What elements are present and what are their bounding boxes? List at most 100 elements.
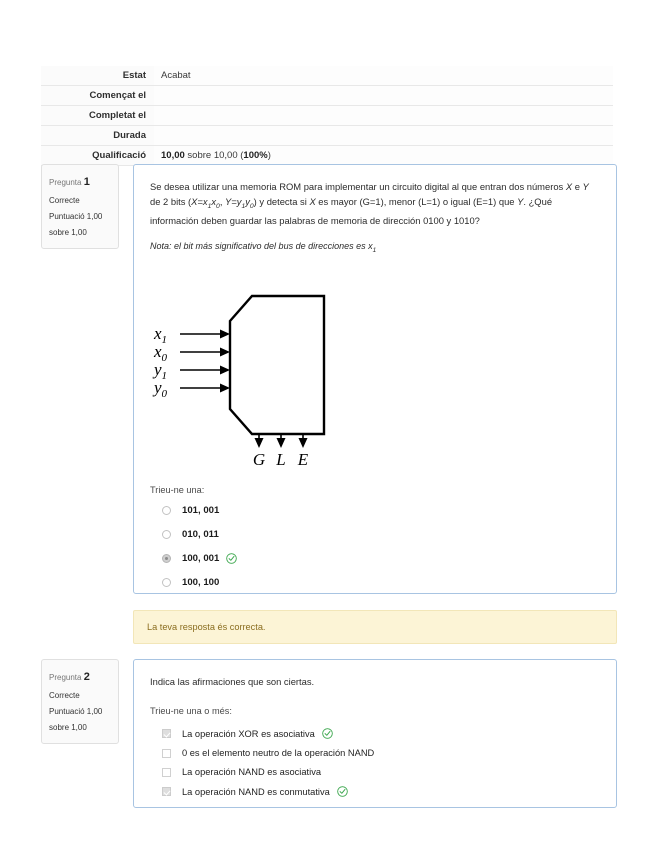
q1-var-y-2: Y: [517, 196, 524, 208]
output-label-g: G: [253, 450, 265, 466]
option-row[interactable]: La operación NAND es asociativa: [150, 767, 600, 777]
summary-label-qualificacio: Qualificació: [41, 145, 154, 166]
question-2-grade-line1: Puntuació 1,00: [49, 707, 103, 717]
q1-formula-y2: y: [245, 196, 250, 208]
output-labels: G L E: [253, 450, 309, 469]
option-row[interactable]: 100, 001: [150, 553, 600, 564]
question-1-grade-line1: Puntuació 1,00: [49, 212, 103, 222]
option-row[interactable]: La operación XOR es asociativa: [150, 728, 600, 739]
q1-formula-y: Y=y: [225, 196, 242, 208]
checkbox-icon-checked[interactable]: [162, 729, 171, 739]
q1-text-4: ) y detecta si: [253, 196, 310, 208]
option-label: La operación NAND es asociativa: [182, 767, 322, 778]
q1-formula-x-sub0: 0: [216, 203, 220, 211]
quiz-summary-table: Estat Acabat Començat el Completat el Du…: [41, 66, 613, 166]
question-1-number-line: Pregunta 1: [49, 172, 112, 193]
comparator-block-diagram: x1 x0 y1 y0 G: [152, 266, 600, 471]
output-label-l: L: [275, 450, 285, 466]
summary-value-completat: [154, 105, 613, 126]
input-wires: [180, 333, 228, 389]
comparator-block-diagram-svg: x1 x0 y1 y0 G: [152, 294, 326, 469]
option-row[interactable]: 010, 011: [150, 529, 600, 540]
option-label: 0 es el elemento neutro de la operación …: [182, 748, 375, 759]
option-row[interactable]: 0 es el elemento neutro de la operación …: [150, 748, 600, 758]
option-label: 100, 001: [182, 552, 220, 564]
question-1-stem: Se desea utilizar una memoria ROM para i…: [150, 179, 600, 228]
question-2-info-panel: Pregunta 2 Correcte Puntuació 1,00 sobre…: [41, 659, 119, 745]
option-label: 100, 100: [182, 576, 220, 588]
question-2-number: 2: [83, 671, 90, 683]
question-1-info-panel: Pregunta 1 Correcte Puntuació 1,00 sobre…: [41, 164, 119, 250]
output-label-e: E: [297, 450, 309, 466]
q1-var-x-1: X: [565, 181, 573, 192]
summary-label-completat: Completat el: [41, 105, 154, 126]
option-row[interactable]: 101, 001: [150, 505, 600, 516]
q1-formula-y-sub0: 0: [249, 203, 254, 211]
summary-label-durada: Durada: [41, 125, 154, 146]
grade-score: 10,00: [161, 150, 185, 161]
question-1-grade-line2: sobre 1,00: [49, 227, 87, 237]
question-1-options: 101, 001 010, 011 100, 001 100, 100: [150, 505, 600, 588]
q1-var-y-1: Y: [582, 181, 589, 192]
q1-formula-x: X=x: [191, 196, 208, 208]
question-1-feedback: La teva resposta és correcta.: [133, 610, 617, 644]
correct-check-icon: [226, 553, 238, 564]
question-1-answer-prompt: Trieu-ne una:: [150, 484, 205, 495]
summary-label-estat: Estat: [41, 66, 154, 86]
question-2-content: Indica las afirmaciones que son ciertas.…: [133, 659, 617, 808]
question-2-number-label: Pregunta: [49, 673, 82, 682]
table-row: Completat el: [41, 105, 613, 126]
question-2-state: Correcte: [49, 691, 80, 701]
q1-formula-sep: ,: [219, 196, 226, 208]
grade-percent: 100%: [243, 150, 268, 161]
q1-formula-x-sub1: 1: [207, 203, 212, 211]
option-row[interactable]: La operación NAND es conmutativa: [150, 786, 600, 797]
question-1-feedback-text: La teva resposta és correcta.: [147, 622, 266, 632]
summary-value-comencat: [154, 85, 613, 106]
correct-check-icon: [322, 728, 333, 739]
grade-middle-text: sobre 10,00 (: [184, 150, 244, 161]
question-block-1: Pregunta 1 Correcte Puntuació 1,00 sobre…: [41, 164, 617, 594]
comparator-body-shape: [228, 294, 326, 436]
option-label: 101, 001: [182, 504, 220, 516]
checkbox-icon-checked[interactable]: [162, 787, 171, 797]
q1-text-6: . ¿Qué información deben guardar las pal…: [150, 196, 553, 227]
q1-note-text: Nota: el bit más significativo del bus d…: [150, 241, 373, 252]
q1-var-x-2: X: [309, 196, 316, 208]
q1-text-1: Se desea utilizar una memoria ROM para i…: [150, 181, 566, 192]
option-label: La operación XOR es asociativa: [182, 728, 315, 739]
question-1-note: Nota: el bit más significativo del bus d…: [150, 240, 600, 256]
grade-close-paren: ): [267, 150, 271, 161]
summary-value-qualificacio: 10,00 sobre 10,00 (100%): [154, 145, 613, 166]
radio-button-icon[interactable]: [162, 577, 171, 587]
question-2-grade-line2: sobre 1,00: [49, 722, 87, 732]
option-row[interactable]: 100, 100: [150, 577, 600, 588]
input-labels: x1 x0 y1 y0: [152, 324, 168, 400]
correct-check-icon: [337, 786, 348, 797]
q1-text-2: e: [572, 181, 583, 192]
summary-label-comencat: Començat el: [41, 85, 154, 106]
question-1-number: 1: [83, 176, 90, 188]
option-label: 010, 011: [182, 528, 219, 540]
table-row: Estat Acabat: [41, 66, 613, 86]
table-row: Durada: [41, 125, 613, 146]
radio-button-icon-selected[interactable]: [162, 553, 171, 563]
radio-button-icon[interactable]: [162, 505, 171, 515]
summary-value-estat: Acabat: [154, 66, 613, 86]
q1-note-sub: 1: [372, 247, 377, 255]
question-block-2: Pregunta 2 Correcte Puntuació 1,00 sobre…: [41, 659, 617, 809]
question-1-content: Se desea utilizar una memoria ROM para i…: [133, 164, 617, 594]
option-label: La operación NAND es conmutativa: [182, 786, 330, 797]
question-2-number-line: Pregunta 2: [49, 667, 112, 688]
output-arrowheads: [254, 437, 308, 448]
question-2-options: La operación XOR es asociativa 0 es el e…: [150, 728, 600, 797]
radio-button-icon[interactable]: [162, 529, 171, 539]
question-2-answer-prompt: Trieu-ne una o més:: [150, 706, 232, 717]
table-row: Qualificació 10,00 sobre 10,00 (100%): [41, 145, 613, 166]
checkbox-icon[interactable]: [162, 748, 171, 758]
question-2-stem: Indica las afirmaciones que son ciertas.: [150, 676, 315, 687]
checkbox-icon[interactable]: [162, 767, 171, 777]
input-arrowheads: [220, 329, 230, 393]
question-1-number-label: Pregunta: [49, 178, 82, 187]
q1-text-5: es mayor (G=1), menor (L=1) o igual (E=1…: [315, 196, 518, 208]
